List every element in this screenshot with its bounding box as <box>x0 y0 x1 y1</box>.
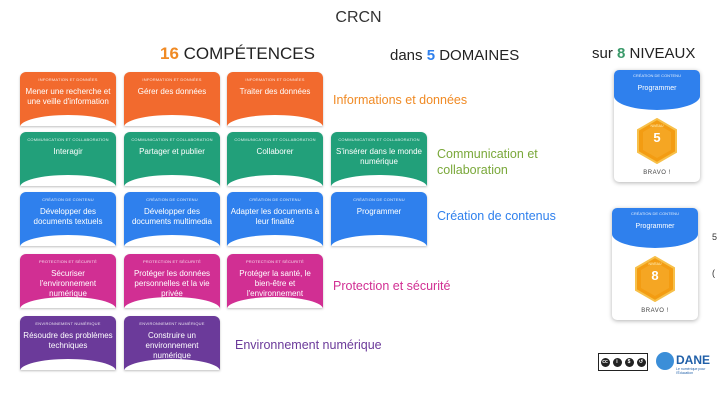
card-title: Interagir <box>53 147 83 156</box>
card-title: Sécuriser l'environnement numérique <box>39 269 97 298</box>
level-badge-card[interactable]: CRÉATION DE CONTENU Programmer NIVEAU 5 … <box>614 70 700 182</box>
competences-heading: 16 COMPÉTENCES <box>160 44 315 64</box>
competence-card[interactable]: COMMUNICATION ET COLLABORATION Partager … <box>124 132 220 186</box>
card-category: CRÉATION DE CONTENU <box>42 197 94 202</box>
competence-card[interactable]: PROTECTION ET SÉCURITÉ Protéger les donn… <box>124 254 220 308</box>
card-category: ENVIRONNEMENT NUMÉRIQUE <box>35 321 101 326</box>
badge-title: Programmer <box>637 85 677 92</box>
card-category: COMMUNICATION ET COLLABORATION <box>338 137 420 142</box>
card-title: Protéger la santé, le bien-être et l'env… <box>239 269 311 298</box>
card-category: COMMUNICATION ET COLLABORATION <box>234 137 316 142</box>
card-title: Collaborer <box>256 147 294 156</box>
domain-label-protection: Protection et sécurité <box>333 279 451 293</box>
competence-card[interactable]: CRÉATION DE CONTENU Développer des docum… <box>124 192 220 246</box>
badge-level: 8 <box>651 268 659 283</box>
level-badge-card[interactable]: CRÉATION DE CONTENU Programmer NIVEAU 8 … <box>612 208 698 320</box>
card-category: COMMUNICATION ET COLLABORATION <box>131 137 213 142</box>
cut-off-text: 5 <box>712 232 717 242</box>
competence-card[interactable]: INFORMATION ET DONNÉES Gérer des données <box>124 72 220 126</box>
competence-card[interactable]: COMMUNICATION ET COLLABORATION Collabore… <box>227 132 323 186</box>
competence-card[interactable]: INFORMATION ET DONNÉES Mener une recherc… <box>20 72 116 126</box>
domain-label-environnement: Environnement numérique <box>235 338 382 352</box>
card-title: Gérer des données <box>137 87 207 96</box>
card-category: INFORMATION ET DONNÉES <box>245 77 305 82</box>
hexagon-badge-icon <box>637 118 677 164</box>
niveaux-heading: sur 8 NIVEAUX <box>592 45 695 62</box>
dane-logo-icon <box>656 352 674 370</box>
competence-card[interactable]: INFORMATION ET DONNÉES Traiter des donné… <box>227 72 323 126</box>
card-category: CRÉATION DE CONTENU <box>353 197 405 202</box>
competences-label: COMPÉTENCES <box>178 44 315 63</box>
card-category: INFORMATION ET DONNÉES <box>38 77 98 82</box>
domaines-label: DOMAINES <box>435 47 520 64</box>
card-title: Développer des documents multimedia <box>131 207 213 226</box>
competence-card[interactable]: PROTECTION ET SÉCURITÉ Sécuriser l'envir… <box>20 254 116 308</box>
dane-logo-subtitle: Le numérique pour l'Éducation <box>676 367 706 375</box>
card-category: CRÉATION DE CONTENU <box>249 197 301 202</box>
card-title: Traiter des données <box>239 87 311 96</box>
card-category: PROTECTION ET SÉCURITÉ <box>142 259 202 264</box>
competence-card[interactable]: CRÉATION DE CONTENU Développer des docum… <box>20 192 116 246</box>
badge-level-label: NIVEAU <box>648 262 662 266</box>
competence-card[interactable]: CRÉATION DE CONTENU Adapter les document… <box>227 192 323 246</box>
card-title: Protéger les données personnelles et la … <box>133 269 211 298</box>
badge-footer: BRAVO ! <box>641 308 669 314</box>
competence-card[interactable]: ENVIRONNEMENT NUMÉRIQUE Résoudre des pro… <box>20 316 116 370</box>
card-category: ENVIRONNEMENT NUMÉRIQUE <box>139 321 205 326</box>
card-title: Développer des documents textuels <box>33 207 103 226</box>
domain-label-communication: Communication et collaboration <box>437 147 538 177</box>
badge-category: CRÉATION DE CONTENU <box>631 211 679 216</box>
badge-level-label: NIVEAU <box>650 124 664 128</box>
domain-label-creation: Création de contenus <box>437 209 556 223</box>
badge-footer: BRAVO ! <box>643 170 671 176</box>
card-title: Résoudre des problèmes techniques <box>23 331 113 350</box>
badge-title: Programmer <box>635 223 675 230</box>
domaines-prefix: dans <box>390 47 427 64</box>
badge-level: 5 <box>653 130 661 145</box>
card-title: S'insérer dans le monde numérique <box>335 147 423 166</box>
card-category: COMMUNICATION ET COLLABORATION <box>27 137 109 142</box>
dane-logo-text: DANE <box>676 353 711 367</box>
cut-off-text: ( <box>712 268 715 278</box>
competence-card[interactable]: COMMUNICATION ET COLLABORATION S'insérer… <box>331 132 427 186</box>
hexagon-badge-icon <box>635 256 675 302</box>
niveaux-label: NIVEAUX <box>625 45 696 62</box>
card-category: CRÉATION DE CONTENU <box>146 197 198 202</box>
card-title: Construire un environnement numérique <box>145 331 199 360</box>
card-category: PROTECTION ET SÉCURITÉ <box>245 259 305 264</box>
domain-label-information: Informations et données <box>333 93 468 107</box>
page-title: CRCN <box>335 9 382 26</box>
card-title: Adapter les documents à leur finalité <box>230 207 320 226</box>
competence-card[interactable]: CRÉATION DE CONTENU Programmer <box>331 192 427 246</box>
card-title: Mener une recherche et une veille d'info… <box>25 87 111 106</box>
competences-number: 16 <box>160 44 179 63</box>
competence-card[interactable]: PROTECTION ET SÉCURITÉ Protéger la santé… <box>227 254 323 308</box>
competence-card[interactable]: COMMUNICATION ET COLLABORATION Interagir <box>20 132 116 186</box>
card-category: PROTECTION ET SÉCURITÉ <box>38 259 98 264</box>
card-category: INFORMATION ET DONNÉES <box>142 77 202 82</box>
card-title: Partager et publier <box>139 147 205 156</box>
domaines-number: 5 <box>426 47 436 64</box>
niveaux-prefix: sur <box>592 45 618 62</box>
badge-category: CRÉATION DE CONTENU <box>633 73 681 78</box>
card-title: Programmer <box>356 207 402 216</box>
niveaux-number: 8 <box>617 45 626 62</box>
domaines-heading: dans 5 DOMAINES <box>390 47 519 64</box>
competence-card[interactable]: ENVIRONNEMENT NUMÉRIQUE Construire un en… <box>124 316 220 370</box>
